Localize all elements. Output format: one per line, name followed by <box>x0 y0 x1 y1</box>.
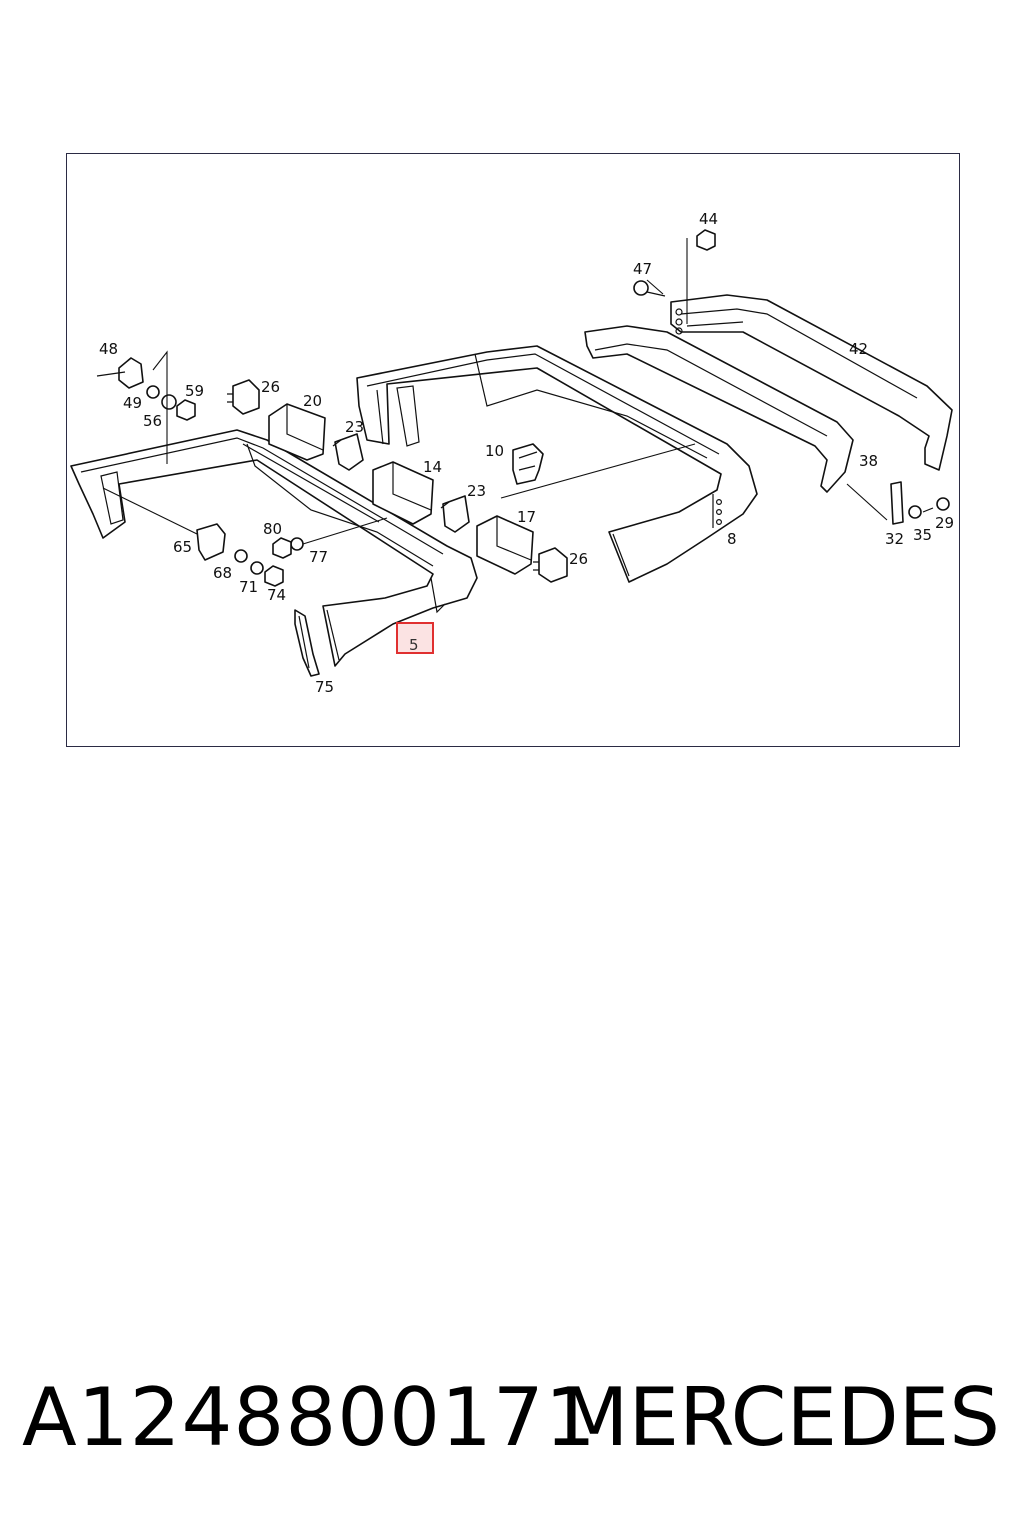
callout-20[interactable]: 20 <box>303 392 322 410</box>
callout-5[interactable]: 5 <box>409 636 419 654</box>
callout-labels: 44 47 42 38 48 49 56 59 26 20 23 10 14 2… <box>99 210 954 696</box>
part-42-bumper-strip <box>670 294 953 471</box>
part-number: A1248800171 <box>22 1371 597 1464</box>
part-32-bracket <box>890 481 904 525</box>
part-14-pad <box>372 461 434 525</box>
callout-29[interactable]: 29 <box>935 514 954 532</box>
part-47-screw <box>633 280 666 297</box>
callout-75[interactable]: 75 <box>315 678 334 696</box>
part-56-washer <box>161 394 177 410</box>
callout-23-upper[interactable]: 23 <box>345 418 364 436</box>
callout-48[interactable]: 48 <box>99 340 118 358</box>
callout-38[interactable]: 38 <box>859 452 878 470</box>
part-48-hinge <box>96 357 144 389</box>
callout-26-lower[interactable]: 26 <box>569 550 588 568</box>
callout-49[interactable]: 49 <box>123 394 142 412</box>
part-38-bumper-cover <box>584 325 854 493</box>
part-10-bracket-plate <box>512 443 544 485</box>
highlight-box <box>396 622 434 654</box>
brand-name: MERCEDES <box>559 1371 1000 1464</box>
callout-44[interactable]: 44 <box>699 210 718 228</box>
part-74-nut <box>264 565 284 587</box>
part-35-washer <box>908 505 922 519</box>
callout-26-upper[interactable]: 26 <box>261 378 280 396</box>
callout-23-lower[interactable]: 23 <box>467 482 486 500</box>
bumper-exploded-diagram: 44 47 42 38 48 49 56 59 26 20 23 10 14 2… <box>70 210 954 696</box>
callout-8[interactable]: 8 <box>727 530 737 548</box>
part-80-nut <box>272 537 292 559</box>
callout-80[interactable]: 80 <box>263 520 282 538</box>
callout-14[interactable]: 14 <box>423 458 442 476</box>
part-17-pad <box>476 515 534 575</box>
part-44-nut <box>696 229 716 251</box>
callout-59[interactable]: 59 <box>185 382 204 400</box>
callout-65[interactable]: 65 <box>173 538 192 556</box>
callout-71[interactable]: 71 <box>239 578 258 596</box>
part-75-trim-strip <box>294 609 320 677</box>
part-65-bracket-plate <box>196 523 226 561</box>
part-26-mount-b <box>533 547 568 583</box>
callout-47[interactable]: 47 <box>633 260 652 278</box>
part-26-mount-a <box>227 379 260 415</box>
part-29-screw <box>922 497 950 513</box>
highlighted-callout-5[interactable]: 5 <box>396 622 434 654</box>
callout-68[interactable]: 68 <box>213 564 232 582</box>
callout-17[interactable]: 17 <box>517 508 536 526</box>
part-5-bumper-left <box>70 429 478 667</box>
parts-diagram-frame: 44 47 42 38 48 49 56 59 26 20 23 10 14 2… <box>66 153 960 747</box>
callout-56[interactable]: 56 <box>143 412 162 430</box>
footer: A1248800171 MERCEDES <box>0 1368 1024 1478</box>
callout-42[interactable]: 42 <box>849 340 868 358</box>
part-23-bracket-a <box>332 433 364 471</box>
part-77-washer <box>290 537 304 551</box>
leader-lines <box>102 238 888 639</box>
part-71-washer <box>250 561 264 575</box>
part-49-washer <box>146 385 160 399</box>
callout-32[interactable]: 32 <box>885 530 904 548</box>
callout-77[interactable]: 77 <box>309 548 328 566</box>
part-8-bumper-frame <box>356 345 758 583</box>
part-20-pad <box>268 403 326 461</box>
part-68-washer <box>234 549 248 563</box>
part-23-bracket-b <box>440 495 470 533</box>
part-59-nut <box>176 399 196 421</box>
callout-74[interactable]: 74 <box>267 586 286 604</box>
callout-35[interactable]: 35 <box>913 526 932 544</box>
callout-10[interactable]: 10 <box>485 442 504 460</box>
